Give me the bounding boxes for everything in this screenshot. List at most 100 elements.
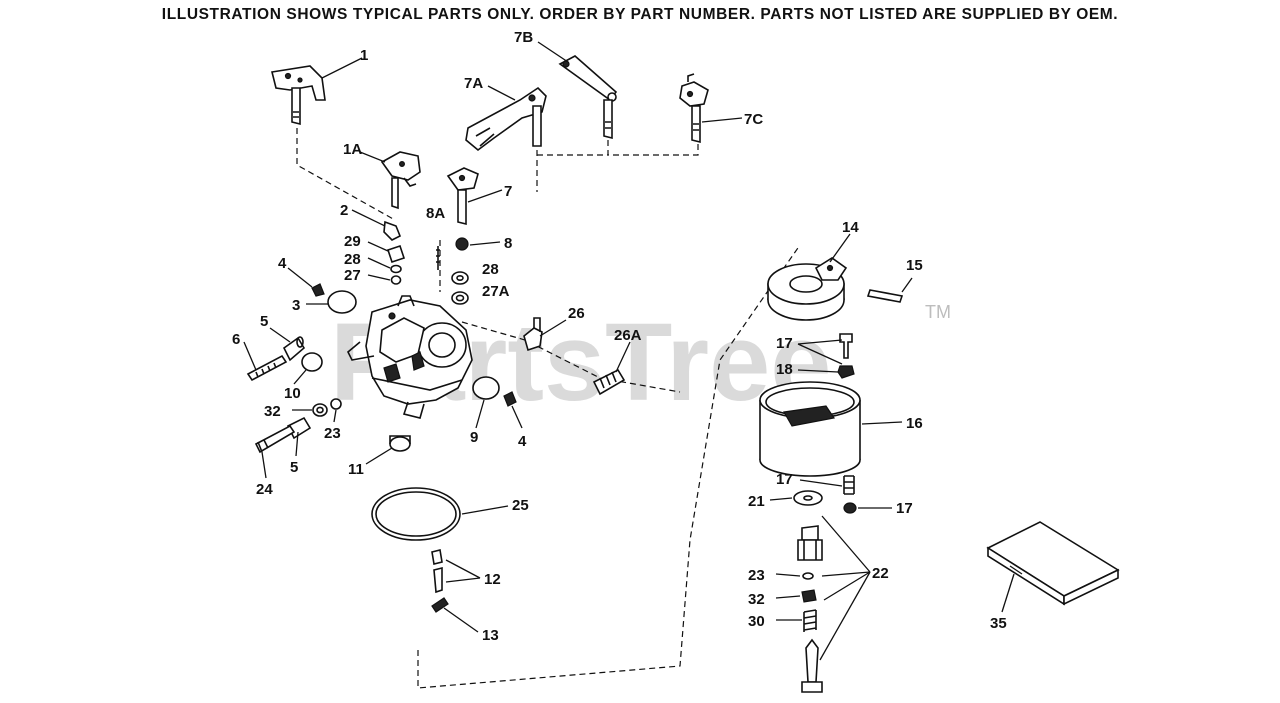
part-12-float-pin: [431, 549, 443, 594]
callout-18: 18: [776, 361, 793, 378]
watermark-tm: TM: [925, 302, 951, 322]
part-30-spring: [803, 609, 817, 632]
part-24-main-screw: [254, 424, 296, 454]
part-13-needle-clip: [431, 597, 449, 613]
part-17-bolt-top: [839, 333, 853, 359]
part-23-washer-left: [330, 398, 342, 410]
leader-7a: [487, 85, 516, 101]
callout-4-upper: 4: [278, 255, 287, 272]
leader-1: [321, 57, 363, 79]
part-8-seal: [455, 237, 469, 251]
leader-10: [293, 369, 307, 385]
illustration-note: ILLUSTRATION SHOWS TYPICAL PARTS ONLY. O…: [161, 6, 1119, 23]
leader-18: [797, 369, 839, 373]
callout-14: 14: [842, 219, 859, 236]
callout-17-top: 17: [776, 335, 793, 352]
part-4-screw-upper: [311, 283, 325, 297]
leader-14: [829, 233, 851, 263]
callout-8a: 8A: [426, 205, 445, 222]
part-26a-spring: [592, 368, 626, 396]
callout-26: 26: [568, 305, 585, 322]
callout-7a: 7A: [464, 75, 483, 92]
part-1a-bracket: [380, 151, 421, 210]
leader-7c: [701, 117, 743, 123]
callout-21: 21: [748, 493, 765, 510]
leader-11: [365, 447, 393, 465]
leader-5-upper: [269, 327, 291, 343]
part-5-idle-screw-body: [282, 336, 306, 362]
callout-2: 2: [340, 202, 348, 219]
callout-32-left: 32: [264, 403, 281, 420]
guide-line-7-group: [536, 140, 699, 192]
leader-23-right: [775, 573, 801, 577]
carburetor-body: [347, 295, 473, 419]
leader-12b: [445, 577, 481, 583]
leader-9: [475, 399, 485, 429]
leader-7b: [537, 41, 569, 63]
part-22-bowl-nut: [797, 525, 823, 561]
part-27a-spring: [451, 291, 469, 305]
callout-24: 24: [256, 481, 273, 498]
callout-5-upper: 5: [260, 313, 268, 330]
part-27-spring: [390, 275, 402, 285]
leader-26a: [615, 341, 631, 373]
callout-12: 12: [484, 571, 501, 588]
callout-17-right: 17: [896, 500, 913, 517]
leader-13: [443, 607, 479, 633]
part-7b-throttle-shaft: [558, 55, 618, 140]
callout-17-mid: 17: [776, 471, 793, 488]
leader-16: [861, 421, 903, 425]
callout-7c: 7C: [744, 111, 763, 128]
leader-32-right: [775, 595, 801, 599]
leader-35: [1001, 573, 1015, 613]
part-7c-throttle-shaft: [679, 73, 709, 144]
callout-4-lower: 4: [518, 433, 527, 450]
callout-5-lower: 5: [290, 459, 298, 476]
leader-29: [367, 241, 389, 252]
callout-15: 15: [906, 257, 923, 274]
callout-7: 7: [504, 183, 512, 200]
leader-17-top-b: [797, 343, 843, 365]
part-17-seal-bottom: [843, 502, 857, 514]
leader-12a: [445, 559, 481, 579]
callout-30: 30: [748, 613, 765, 630]
callout-1a: 1A: [343, 141, 362, 158]
leader-4-upper: [287, 267, 313, 288]
part-35-repair-kit: [986, 521, 1120, 606]
part-2-screw: [383, 220, 402, 241]
callout-3: 3: [292, 297, 300, 314]
part-9-choke-plate: [472, 376, 500, 400]
callout-27: 27: [344, 267, 361, 284]
leader-2: [351, 209, 386, 227]
leader-17-top-a: [797, 339, 843, 345]
part-11-plug: [389, 435, 411, 452]
leader-22-c: [823, 571, 871, 601]
leader-27: [367, 274, 391, 281]
callout-32-right: 32: [748, 591, 765, 608]
part-1-throttle-bracket: [271, 65, 326, 126]
callout-27a: 27A: [482, 283, 510, 300]
callout-6: 6: [232, 331, 240, 348]
part-17-spring-bottom: [843, 475, 855, 495]
part-8a-needle: [436, 246, 440, 270]
callout-25: 25: [512, 497, 529, 514]
leader-1a: [359, 151, 386, 163]
part-14-float: [767, 257, 848, 321]
leader-28a: [367, 257, 391, 269]
leader-17-mid: [799, 479, 843, 487]
leader-4-lower: [511, 405, 523, 429]
leader-22-a: [821, 515, 871, 573]
leader-25: [461, 505, 509, 515]
callout-26a: 26A: [614, 327, 642, 344]
leader-5-lower: [295, 431, 299, 457]
callout-35: 35: [990, 615, 1007, 632]
part-6-idle-screw: [246, 354, 288, 382]
callout-29: 29: [344, 233, 361, 250]
callout-7b: 7B: [514, 29, 533, 46]
callout-11: 11: [348, 461, 364, 478]
part-28-washer-b: [451, 271, 469, 285]
callout-9: 9: [470, 429, 478, 446]
part-28-washer: [390, 264, 402, 274]
part-15-float-shaft: [866, 289, 904, 303]
